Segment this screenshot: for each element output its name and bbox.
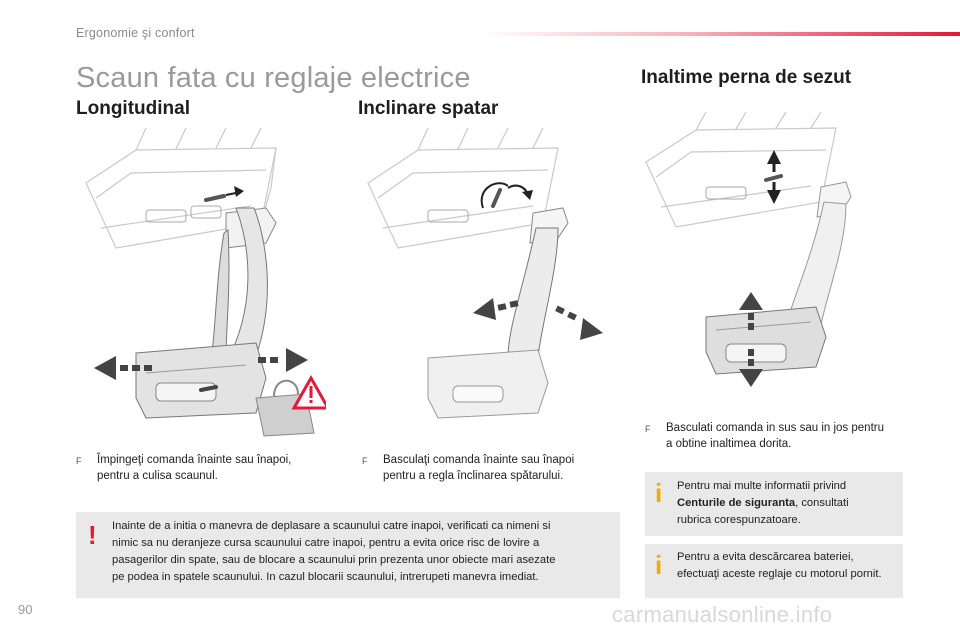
exclamation-icon: ! — [88, 520, 97, 550]
instruction-line: Basculaţi comanda înainte sau înapoi — [383, 454, 575, 466]
header-section-title: Ergonomie şi confort — [76, 26, 195, 40]
seat-height-illustration — [641, 111, 906, 397]
instruction-backrest: F Basculaţi comanda înainte sau înapoi p… — [362, 452, 622, 486]
instruction-line: pentru a culisa scaunul. — [97, 470, 218, 482]
page-number: 90 — [18, 602, 33, 617]
info-icon: i — [655, 478, 663, 508]
instruction-height: F Basculati comanda in sus sau in jos pe… — [645, 420, 915, 454]
section-title-longitudinal: Longitudinal — [76, 98, 190, 119]
bullet-icon: F — [76, 456, 82, 466]
warning-text: Inainte de a initia o manevra de deplasa… — [112, 518, 612, 586]
info-box-seatbelts-text: Pentru mai multe informatii privind Cent… — [677, 478, 899, 529]
instruction-line: Împingeţi comanda înainte sau înapoi, — [97, 454, 292, 466]
info-line: Pentru mai multe informatii privind — [677, 480, 847, 492]
section-title-height: Inaltime perna de sezut — [641, 67, 852, 88]
warning-line: pasagerilor din spate, sau de blocare a … — [112, 554, 556, 566]
warning-line: pe podea in spatele scaunului. In cazul … — [112, 571, 539, 583]
info-line: Pentru a evita descărcarea bateriei, — [677, 551, 854, 563]
warning-box: ! Inainte de a initia o manevra de depla… — [76, 512, 620, 598]
instruction-backrest-text: Basculaţi comanda înainte sau înapoi pen… — [383, 452, 574, 484]
instruction-height-text: Basculati comanda in sus sau in jos pent… — [666, 420, 884, 452]
info-line: efectuaţi aceste reglaje cu motorul porn… — [677, 568, 882, 580]
bullet-icon: F — [645, 424, 651, 434]
seat-longitudinal-illustration — [76, 127, 331, 438]
warning-line: Inainte de a initia o manevra de deplasa… — [112, 520, 551, 532]
instruction-longitudinal: F Împingeţi comanda înainte sau înapoi, … — [76, 452, 336, 486]
info-icon: i — [655, 550, 663, 580]
instruction-longitudinal-text: Împingeţi comanda înainte sau înapoi, pe… — [97, 452, 291, 484]
section-title-backrest: Inclinare spatar — [358, 98, 499, 119]
info-box-battery-text: Pentru a evita descărcarea bateriei, efe… — [677, 549, 899, 583]
instruction-line: Basculati comanda in sus sau in jos pent… — [666, 422, 884, 434]
warning-line: nimic sa nu deranjeze cursa scaunului ca… — [112, 537, 540, 549]
info-box-battery: i Pentru a evita descărcarea bateriei, e… — [645, 544, 903, 598]
instruction-line: pentru a regla înclinarea spătarului. — [383, 470, 564, 482]
info-box-seatbelts: i Pentru mai multe informatii privind Ce… — [645, 472, 903, 536]
page-title: Scaun fata cu reglaje electrice — [76, 62, 471, 94]
info-line: , consultati — [795, 497, 849, 509]
seatbelts-link[interactable]: Centurile de siguranta — [677, 497, 796, 509]
header-accent-bar — [480, 32, 960, 36]
bullet-icon: F — [362, 456, 368, 466]
seat-backrest-illustration — [358, 127, 608, 438]
instruction-line: a obtine inaltimea dorita. — [666, 438, 792, 450]
watermark: carmanualsonline.info — [612, 602, 833, 627]
info-line: rubrica corespunzatoare. — [677, 514, 801, 526]
